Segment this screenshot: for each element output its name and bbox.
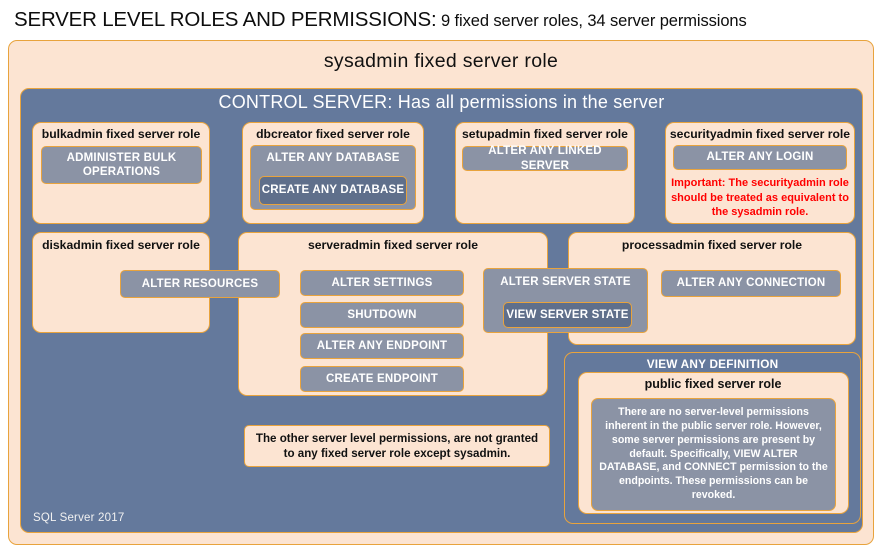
bulkadmin-role-title: bulkadmin fixed server role — [41, 127, 201, 141]
page-title: SERVER LEVEL ROLES AND PERMISSIONS: 9 fi… — [14, 8, 874, 36]
page-title-strong: SERVER LEVEL ROLES AND PERMISSIONS: — [14, 8, 437, 31]
diskadmin-role-title: diskadmin fixed server role — [42, 238, 200, 252]
processadmin-role-title: processadmin fixed server role — [621, 238, 803, 252]
permission-create-endpoint[interactable]: CREATE ENDPOINT — [300, 366, 464, 392]
public-role-description: There are no server-level permissions in… — [591, 398, 836, 511]
permission-administer-bulk-operations[interactable]: ADMINISTER BULK OPERATIONS — [41, 146, 202, 184]
permission-alter-resources[interactable]: ALTER RESOURCES — [120, 270, 280, 298]
permission-create-any-database[interactable]: CREATE ANY DATABASE — [259, 176, 407, 205]
public-role-title: public fixed server role — [644, 377, 782, 391]
permission-alter-any-endpoint[interactable]: ALTER ANY ENDPOINT — [300, 333, 464, 359]
setupadmin-role-box — [455, 122, 635, 224]
securityadmin-role-title: securityadmin fixed server role — [669, 127, 851, 141]
permission-shutdown[interactable]: SHUTDOWN — [300, 302, 464, 328]
page-title-rest: 9 fixed server roles, 34 server permissi… — [436, 12, 747, 30]
permission-alter-any-linked-server[interactable]: ALTER ANY LINKED SERVER — [462, 145, 628, 172]
permission-alter-any-login[interactable]: ALTER ANY LOGIN — [673, 145, 847, 170]
dbcreator-role-title: dbcreator fixed server role — [256, 127, 410, 141]
permission-alter-settings[interactable]: ALTER SETTINGS — [300, 270, 464, 296]
other-permissions-note: The other server level permissions, are … — [244, 425, 550, 467]
permission-alter-any-connection[interactable]: ALTER ANY CONNECTION — [661, 270, 841, 297]
sql-version-label: SQL Server 2017 — [33, 512, 125, 524]
serveradmin-role-title: serveradmin fixed server role — [307, 238, 479, 252]
sysadmin-role-label: sysadmin fixed server role — [323, 50, 559, 72]
permission-view-server-state[interactable]: VIEW SERVER STATE — [503, 302, 632, 328]
permission-view-any-definition[interactable]: VIEW ANY DEFINITION — [646, 357, 779, 371]
setupadmin-role-title: setupadmin fixed server role — [462, 127, 628, 141]
securityadmin-role-box — [665, 122, 855, 224]
securityadmin-warning-note: Important: The securityadmin role should… — [671, 177, 849, 219]
control-server-label: CONTROL SERVER: Has all permissions in t… — [218, 92, 665, 112]
